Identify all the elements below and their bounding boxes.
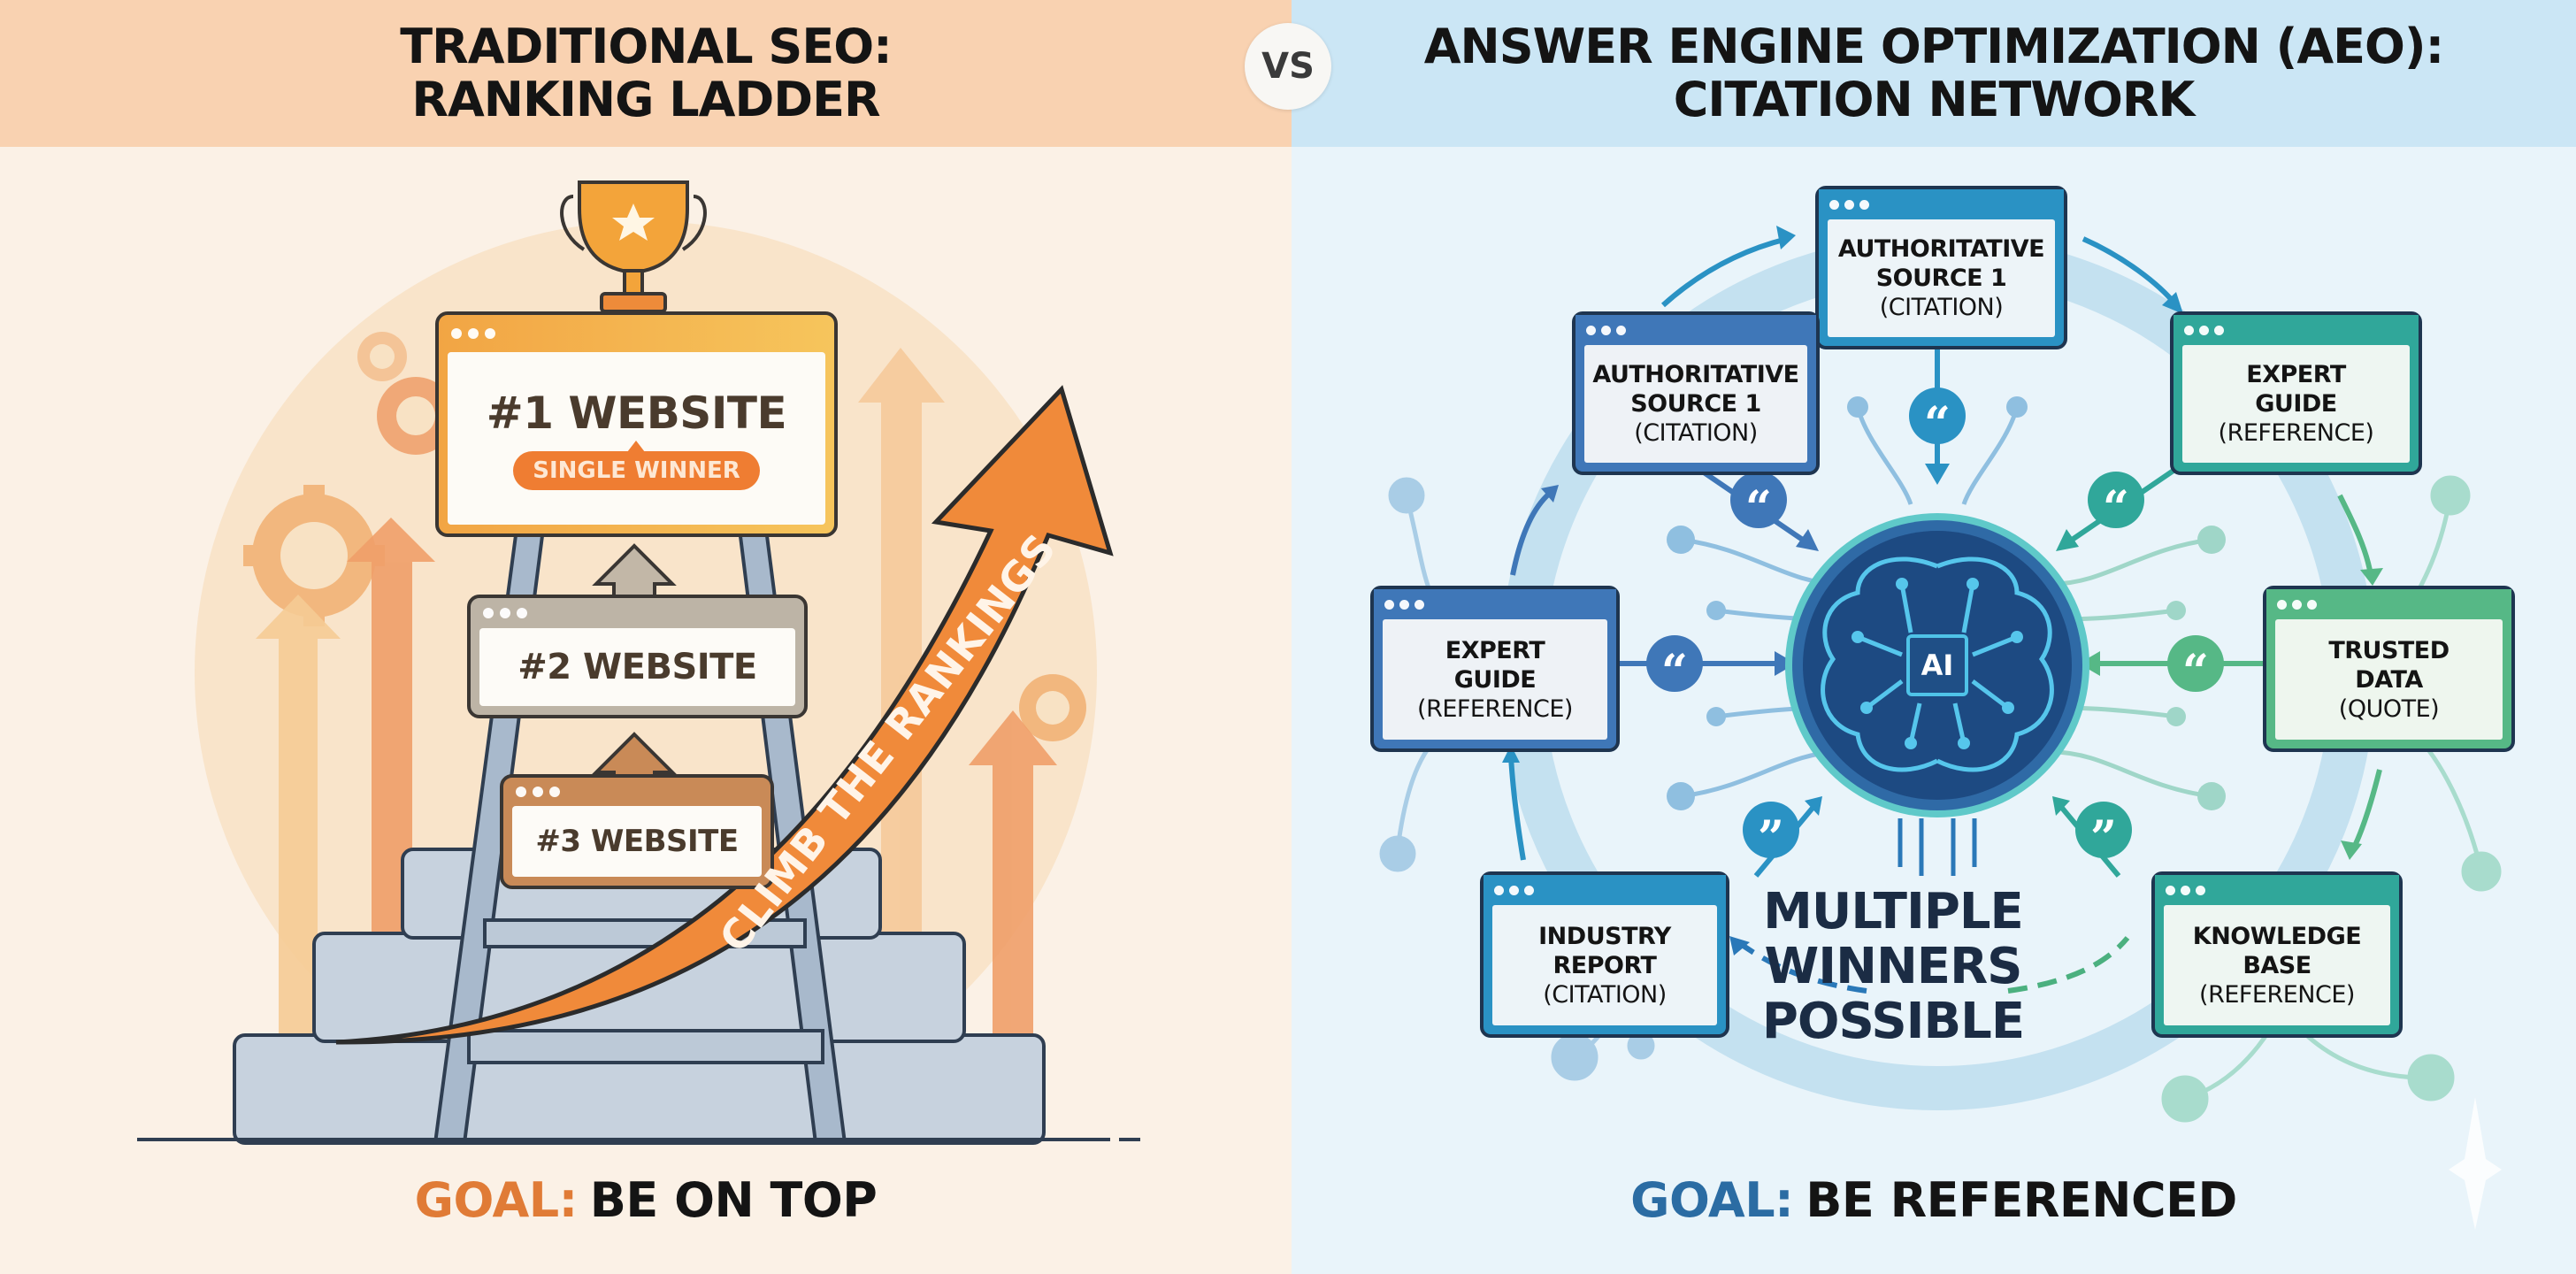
single-winner-badge: SINGLE WINNER xyxy=(513,440,760,490)
arrowhead-icon xyxy=(1775,464,2100,816)
gear-icon xyxy=(357,332,407,381)
svg-text:“: “ xyxy=(2103,481,2129,535)
aeo-header: ANSWER ENGINE OPTIMIZATION (AEO): CITATI… xyxy=(1292,0,2576,147)
climb-arrow-icon xyxy=(335,385,1114,1045)
rank-2-website-card: #2 WEBSITE xyxy=(467,595,808,718)
svg-text:“: “ xyxy=(1661,645,1688,699)
aeo-goal-value: BE REFERENCED xyxy=(1806,1172,2237,1228)
multiple-winners-text: MULTIPLE WINNERS POSSIBLE xyxy=(1761,883,2025,1050)
seo-goal: GOAL:BE ON TOP xyxy=(0,1172,1292,1228)
svg-text:“: “ xyxy=(2182,645,2209,699)
seo-header: TRADITIONAL SEO: RANKING LADDER xyxy=(0,0,1292,147)
circuit-trace-icon xyxy=(1667,396,2028,810)
seo-title-line1: TRADITIONAL SEO: xyxy=(400,19,892,74)
ai-chip-label: AI xyxy=(1906,634,1968,696)
seo-goal-value: BE ON TOP xyxy=(589,1172,878,1228)
browser-dots xyxy=(503,778,770,806)
source-card-expert-guide-left: EXPERT GUIDE (REFERENCE) xyxy=(1370,586,1620,752)
gear-icon xyxy=(243,485,385,626)
source-card-trusted-data: TRUSTED DATA (QUOTE) xyxy=(2263,586,2515,752)
svg-text:”: ” xyxy=(2090,811,2117,865)
browser-dots xyxy=(439,315,834,352)
svg-text:”: ” xyxy=(1758,811,1784,865)
aeo-goal-key: GOAL: xyxy=(1630,1172,1794,1228)
quote-icon xyxy=(1646,388,2224,858)
sparkle-icon xyxy=(2449,1097,2502,1230)
source-card-knowledge-base: KNOWLEDGE BASE (REFERENCE) xyxy=(2151,871,2403,1038)
ground-line-dash xyxy=(1119,1138,1140,1141)
svg-text:“: “ xyxy=(1924,397,1951,451)
source-card-authoritative-left: AUTHORITATIVE SOURCE 1 (CITATION) xyxy=(1572,311,1820,475)
rank-1-label: #1 WEBSITE xyxy=(486,387,787,439)
traditional-seo-panel: TRADITIONAL SEO: RANKING LADDER #1 WEBSI… xyxy=(0,0,1292,1228)
aeo-title-line1: ANSWER ENGINE OPTIMIZATION (AEO): xyxy=(1423,19,2444,74)
source-card-industry-report: INDUSTRY REPORT (CITATION) xyxy=(1480,871,1729,1038)
aeo-goal: GOAL:BE REFERENCED xyxy=(1292,1172,2576,1228)
rank-1-website-card: #1 WEBSITE SINGLE WINNER xyxy=(435,311,838,537)
gear-icon xyxy=(1019,674,1086,741)
source-card-authoritative-top: AUTHORITATIVE SOURCE 1 (CITATION) xyxy=(1815,186,2067,349)
arrowhead-icon xyxy=(1502,226,2383,956)
vs-badge: VS xyxy=(1245,23,1331,110)
svg-text:“: “ xyxy=(1745,481,1772,535)
source-card-expert-guide-right: EXPERT GUIDE (REFERENCE) xyxy=(2170,311,2422,475)
aeo-panel: “ “ “ “ “ ” ” xyxy=(1292,0,2576,1274)
star-icon xyxy=(612,203,655,241)
rank-2-label: #2 WEBSITE xyxy=(518,647,757,687)
seo-goal-key: GOAL: xyxy=(414,1172,579,1228)
aeo-title-line2: CITATION NETWORK xyxy=(1673,72,2196,127)
browser-dots xyxy=(471,598,804,628)
seo-title-line2: RANKING LADDER xyxy=(411,72,880,127)
ground-line xyxy=(137,1138,1110,1141)
rank-3-label: #3 WEBSITE xyxy=(535,824,739,859)
rank-3-website-card: #3 WEBSITE xyxy=(500,774,774,889)
